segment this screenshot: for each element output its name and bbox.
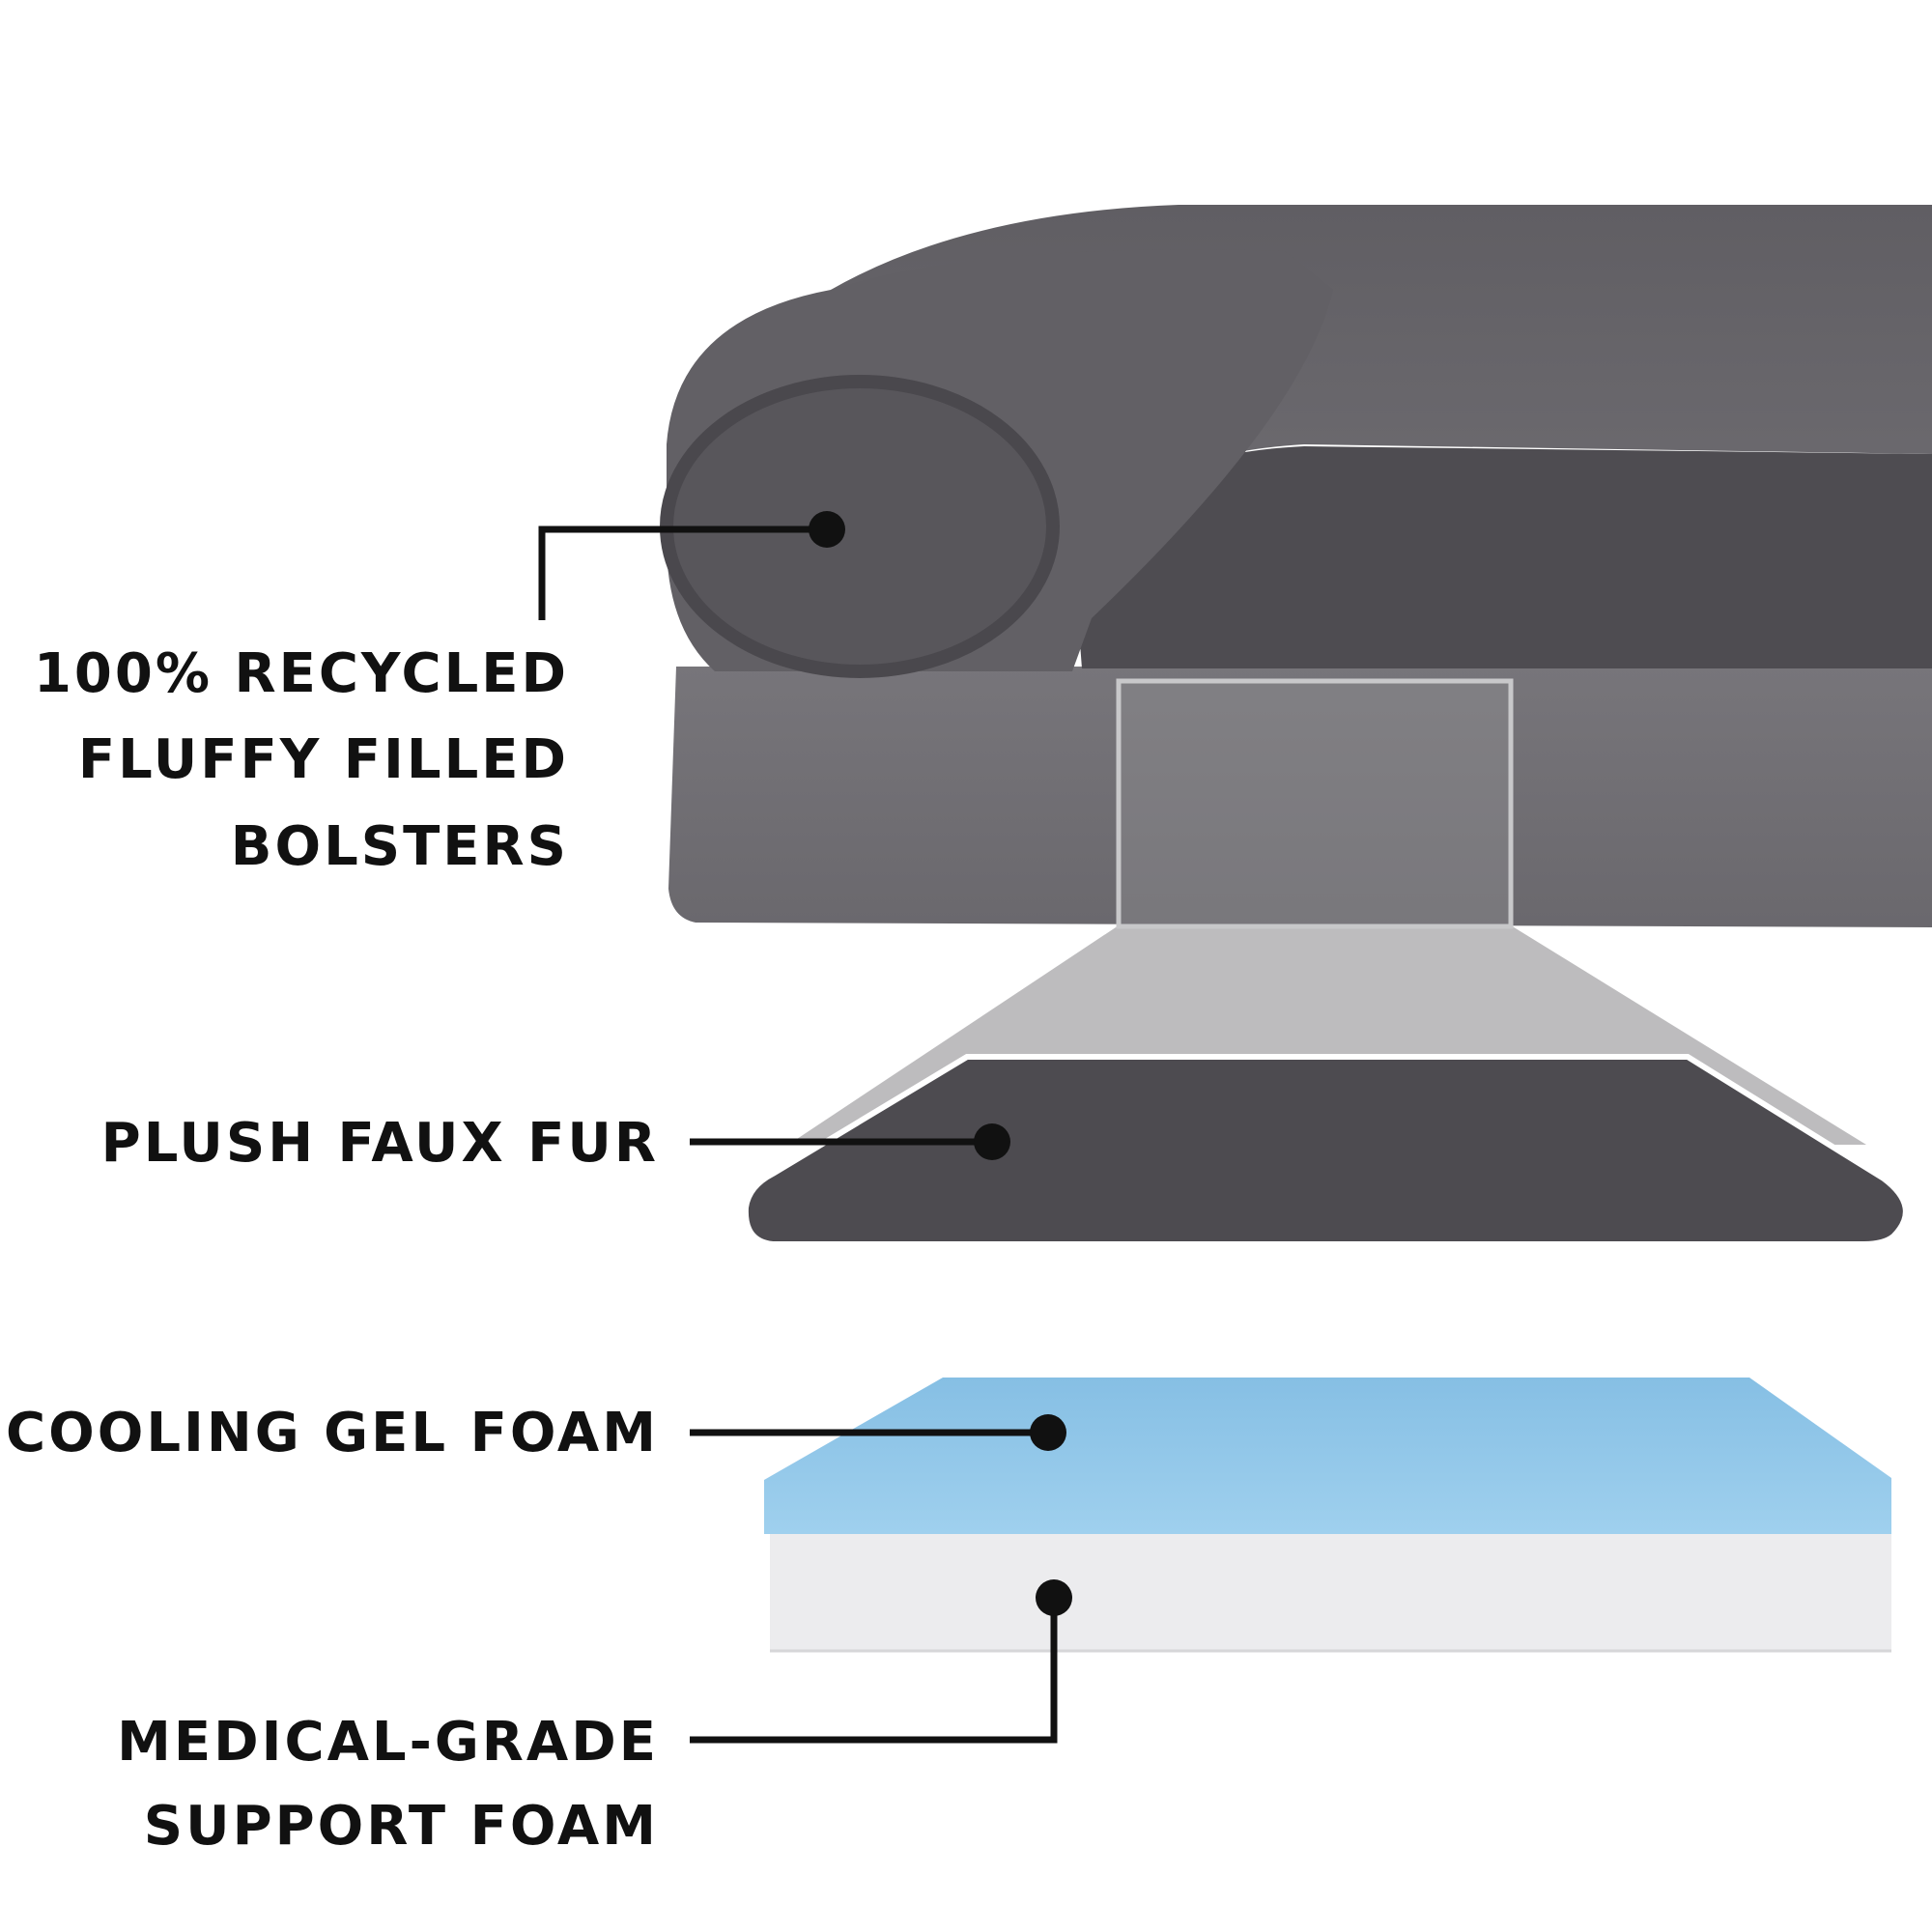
faux-fur-layer — [742, 1054, 1909, 1247]
faux-fur-label: PLUSH FAUX FUR — [101, 1112, 659, 1175]
gel-callout-dot — [1030, 1414, 1066, 1451]
zoom-frame — [1116, 678, 1514, 929]
bed-base — [668, 667, 1932, 927]
dog-bed — [660, 205, 1932, 927]
sleep-surface — [1072, 446, 1932, 668]
support-foam-label-line1: MEDICAL-GRADE — [117, 1711, 659, 1774]
support-foam-layer — [770, 1534, 1891, 1651]
bolster-callout-line — [538, 526, 827, 620]
bolsters-label-line2: FLUFFY FILLED — [78, 728, 569, 791]
fur-callout-dot — [974, 1123, 1010, 1160]
cooling-gel-layer — [764, 1378, 1891, 1534]
bolsters-label-line3: BOLSTERS — [231, 815, 569, 878]
bolster-callout-dot — [809, 511, 845, 548]
support-callout-line — [690, 1598, 1058, 1744]
support-callout-dot — [1036, 1579, 1072, 1616]
foam-stack — [764, 1378, 1891, 1653]
gel-foam-label: COOLING GEL FOAM — [6, 1402, 659, 1464]
callout-lines — [538, 526, 1058, 1744]
support-foam-label-line2: SUPPORT FOAM — [144, 1795, 659, 1858]
bolsters-label-line1: 100% RECYCLED — [34, 642, 569, 705]
